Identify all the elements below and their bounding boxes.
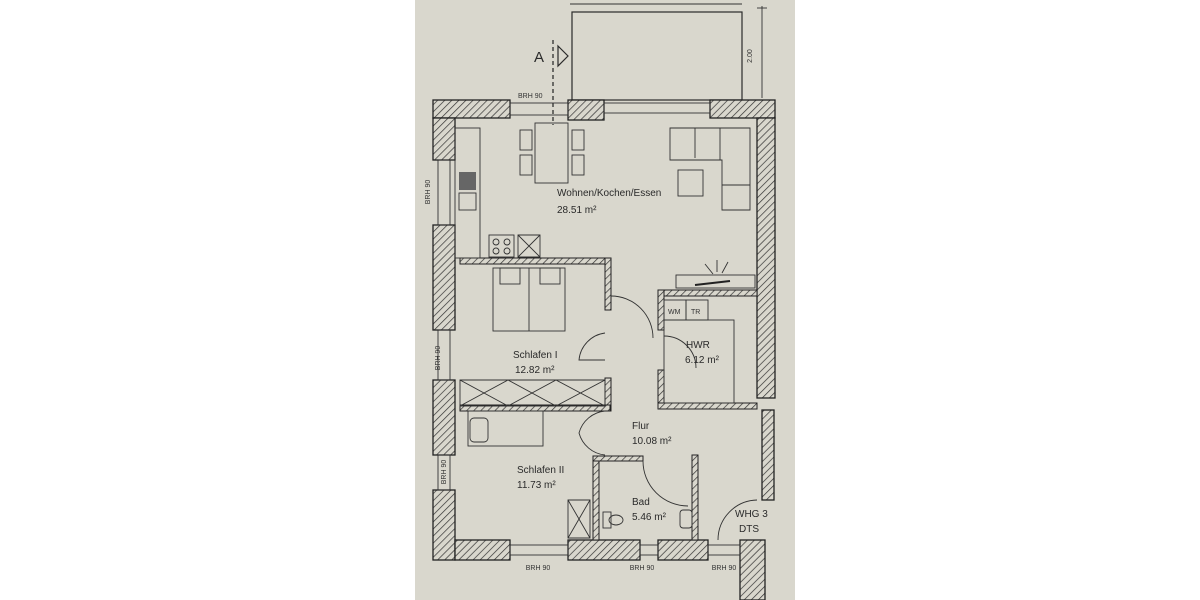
stove — [488, 234, 515, 258]
window-label-left-2: BRH 90 — [435, 346, 442, 371]
balcony: 2.00 — [570, 3, 767, 101]
washer-label: WM — [668, 309, 681, 316]
section-marker-label: A — [534, 49, 544, 66]
room-name: Schlafen II — [517, 465, 564, 476]
window-label-bottom-3: BRH 90 — [712, 565, 737, 572]
section-marker: A — [534, 40, 569, 125]
furniture — [454, 122, 756, 539]
room-area: 12.82 m² — [515, 365, 555, 376]
window-label-left-1: BRH 90 — [425, 180, 432, 205]
coffee-table — [677, 169, 704, 197]
room-name: Bad — [632, 497, 650, 508]
entrance: WHG 3 DTS — [735, 509, 768, 535]
dryer-label: TR — [691, 309, 700, 316]
outer-walls — [432, 99, 776, 600]
room-area: 5.46 m² — [632, 512, 667, 523]
room-bedroom-2: Schlafen II 11.73 m² — [517, 465, 564, 491]
room-bathroom: Bad 5.46 m² — [632, 497, 667, 523]
room-area: 28.51 m² — [557, 205, 597, 216]
room-area: 11.73 m² — [517, 480, 556, 491]
window-label-left-3: BRH 90 — [441, 460, 448, 485]
single-bed — [467, 410, 544, 447]
tv-board — [675, 274, 756, 289]
windows — [437, 102, 741, 556]
sofa — [669, 127, 751, 211]
dining-table — [534, 122, 569, 184]
room-utility: HWR 6.12 m² — [685, 340, 720, 366]
kitchen-counter — [454, 127, 481, 259]
room-area: 6.12 m² — [685, 355, 720, 366]
room-area: 10.08 m² — [632, 436, 672, 447]
room-name: Flur — [632, 421, 650, 432]
room-living: Wohnen/Kochen/Essen 28.51 m² — [557, 188, 661, 216]
sink — [679, 509, 693, 529]
room-hallway: Flur 10.08 m² — [632, 421, 672, 447]
entrance-code: DTS — [739, 524, 759, 535]
interior-walls — [459, 257, 758, 541]
room-name: HWR — [686, 340, 710, 351]
window-label-bottom-2: BRH 90 — [630, 565, 655, 572]
unit-label: WHG 3 — [735, 509, 768, 520]
toilet — [602, 511, 612, 529]
room-bedroom-1: Schlafen I 12.82 m² — [513, 350, 557, 376]
doors — [578, 295, 758, 541]
window-label-top: BRH 90 — [518, 93, 543, 100]
room-name: Wohnen/Kochen/Essen — [557, 188, 661, 199]
room-name: Schlafen I — [513, 350, 557, 361]
window-label-bottom-1: BRH 90 — [526, 565, 551, 572]
balcony-dimension: 2.00 — [747, 49, 754, 63]
